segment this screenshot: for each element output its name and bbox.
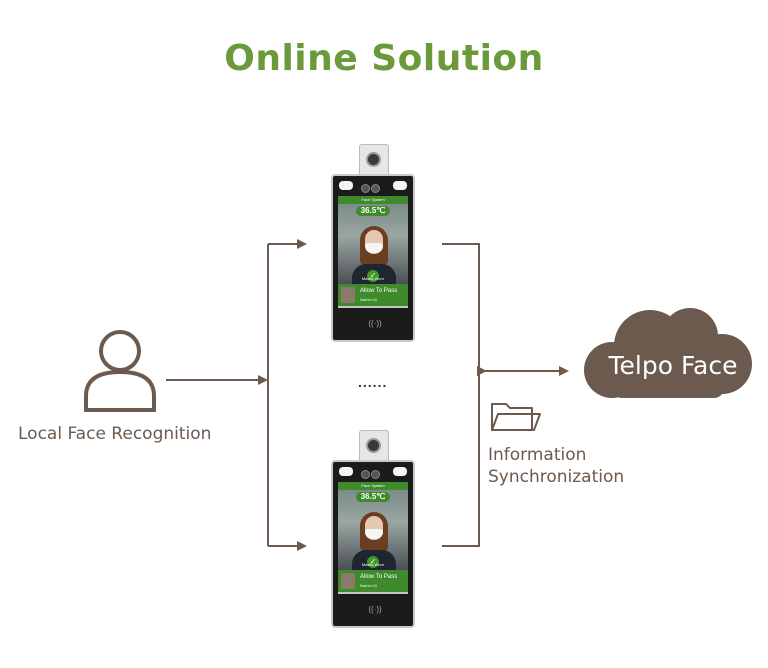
allow-panel: Allow To Pass Name:Lili — [338, 284, 408, 306]
device-screen: ✓ Face System 36.5℃ Masks Worn Allow To … — [338, 482, 408, 594]
cloud-label: Telpo Face — [608, 351, 738, 380]
camera-array-icon — [361, 466, 387, 497]
face-device-bottom: ✓ Face System 36.5℃ Masks Worn Allow To … — [331, 430, 415, 632]
screen-title-bar: Face System — [338, 196, 408, 204]
temperature-badge: 36.5℃ — [356, 492, 390, 502]
allow-text: Allow To Pass — [360, 574, 398, 580]
check-icon: ✓ — [367, 270, 379, 282]
face-device-top: ✓ Face System 36.5℃ Masks Worn Allow To … — [331, 144, 415, 346]
person-photo: ✓ — [338, 204, 408, 286]
device-body: ✓ Face System 36.5℃ Masks Worn Allow To … — [331, 460, 415, 628]
name-text: Name:Lili — [360, 583, 377, 588]
nfc-icon: ((·)) — [368, 319, 382, 328]
check-icon: ✓ — [367, 556, 379, 568]
name-text: Name:Lili — [360, 297, 377, 302]
nfc-icon: ((·)) — [368, 605, 382, 614]
local-face-recognition-label: Local Face Recognition — [18, 424, 212, 444]
screen-title-bar: Face System — [338, 482, 408, 490]
person-icon — [84, 330, 156, 412]
camera-array-icon — [361, 180, 387, 211]
temperature-badge: 36.5℃ — [356, 206, 390, 216]
sync-label-line2: Synchronization — [488, 467, 625, 487]
ellipsis: ...... — [358, 374, 388, 390]
person-photo: ✓ — [338, 490, 408, 572]
right-bracket — [442, 243, 480, 547]
mask-status: Masks Worn — [361, 562, 385, 567]
cloud-icon — [584, 308, 752, 398]
allow-text: Allow To Pass — [360, 288, 398, 294]
sync-label-line1: Information — [488, 445, 587, 465]
device-body: ✓ Face System 36.5℃ Masks Worn Allow To … — [331, 174, 415, 342]
mask-status: Masks Worn — [361, 276, 385, 281]
device-screen: ✓ Face System 36.5℃ Masks Worn Allow To … — [338, 196, 408, 308]
folder-icon — [491, 403, 541, 431]
allow-panel: Allow To Pass Name:Lili — [338, 570, 408, 592]
page-title: Online Solution — [224, 38, 544, 79]
